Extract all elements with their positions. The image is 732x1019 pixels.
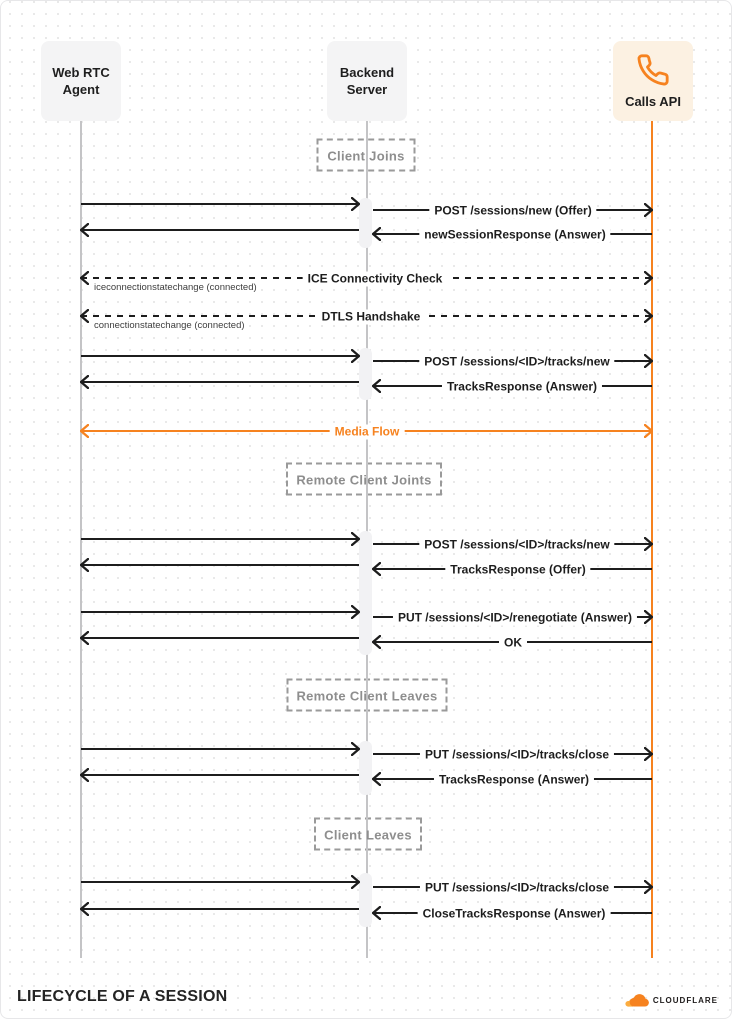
- message-sublabel: connectionstatechange (connected): [91, 320, 248, 331]
- message-arrow: [79, 557, 359, 573]
- section-box: [286, 462, 442, 496]
- message-line: [81, 564, 359, 566]
- message-label: PUT /sessions/<ID>/tracks/close: [419, 747, 615, 763]
- actor-backend-server-label-line1: Backend: [339, 65, 395, 80]
- message-line: [81, 203, 359, 205]
- arrowhead-right-icon: [643, 879, 654, 899]
- message-line: [81, 381, 359, 383]
- arrowhead-left-icon: [79, 270, 90, 290]
- arrowhead-left-icon: [371, 378, 382, 398]
- message-arrow: [79, 767, 359, 783]
- arrowhead-left-icon: [371, 771, 382, 791]
- message-line: [81, 538, 359, 540]
- message-label: PUT /sessions/<ID>/tracks/close: [419, 880, 615, 896]
- arrowhead-left-icon: [79, 423, 90, 443]
- arrowhead-left-icon: [371, 634, 382, 654]
- arrowhead-right-icon: [643, 270, 654, 290]
- actor-web-rtc-agent-label-line1: Web RTC: [52, 65, 110, 80]
- arrowhead-left-icon: [79, 374, 90, 394]
- arrowhead-left-icon: [79, 557, 90, 577]
- arrowhead-right-icon: [643, 746, 654, 766]
- activation-bar: [359, 531, 372, 655]
- section-label: Remote Client Leaves: [296, 688, 438, 704]
- message-line: [81, 355, 359, 357]
- message-label: newSessionResponse (Answer): [419, 227, 611, 243]
- message-arrow: [79, 901, 359, 917]
- arrowhead-left-icon: [79, 901, 90, 921]
- arrowhead-left-icon: [79, 630, 90, 650]
- cloudflare-brand-text: CLOUDFLARE: [652, 995, 718, 1005]
- arrowhead-left-icon: [79, 222, 90, 242]
- arrowhead-right-icon: [350, 348, 361, 368]
- message-line: [81, 908, 359, 910]
- arrowhead-right-icon: [643, 423, 654, 443]
- message-label: TracksResponse (Answer): [433, 772, 595, 788]
- message-label: CloseTracksResponse (Answer): [417, 906, 611, 922]
- section-box: [314, 817, 422, 851]
- message-label: POST /sessions/new (Offer): [429, 203, 597, 219]
- arrowhead-right-icon: [350, 874, 361, 894]
- message-arrow: [81, 531, 361, 547]
- message-label: TracksResponse (Answer): [441, 379, 603, 395]
- message-line: [81, 774, 359, 776]
- arrowhead-right-icon: [350, 196, 361, 216]
- arrowhead-right-icon: [350, 741, 361, 761]
- actor-web-rtc-agent: Web RTC Agent: [41, 41, 121, 121]
- arrowhead-right-icon: [643, 202, 654, 222]
- arrowhead-left-icon: [371, 226, 382, 246]
- message-arrow: [81, 741, 361, 757]
- activation-bar: [359, 348, 372, 400]
- message-line: [81, 637, 359, 639]
- phone-icon: [636, 53, 670, 87]
- cloudflare-brand: CLOUDFLARE: [623, 992, 718, 1008]
- arrowhead-right-icon: [643, 308, 654, 328]
- arrowhead-right-icon: [643, 609, 654, 629]
- section-label: Client Leaves: [324, 827, 412, 843]
- message-label: DTLS Handshake: [316, 309, 426, 325]
- actor-calls-api-label: Calls API: [625, 94, 681, 109]
- message-arrow: [79, 630, 359, 646]
- actor-web-rtc-agent-label-line2: Agent: [62, 82, 100, 97]
- activation-bar: [359, 873, 372, 927]
- cloudflare-logo-icon: [623, 992, 650, 1008]
- arrowhead-right-icon: [643, 353, 654, 373]
- diagram-title: LIFECYCLE OF A SESSION: [17, 988, 228, 1005]
- arrowhead-left-icon: [79, 308, 90, 328]
- message-line: [81, 611, 359, 613]
- message-line: [81, 881, 359, 883]
- section-label: Client Joins: [327, 148, 405, 164]
- message-label: POST /sessions/<ID>/tracks/new: [419, 354, 615, 370]
- cloud-main-part: [629, 994, 649, 1007]
- message-label: ICE Connectivity Check: [302, 271, 448, 287]
- activation-bar: [359, 741, 372, 795]
- arrowhead-right-icon: [350, 604, 361, 624]
- message-label: POST /sessions/<ID>/tracks/new: [419, 537, 615, 553]
- arrowhead-left-icon: [371, 561, 382, 581]
- arrowhead-left-icon: [79, 767, 90, 787]
- actor-backend-server: Backend Server: [327, 41, 407, 121]
- message-line: [81, 748, 359, 750]
- activation-bar: [359, 198, 372, 248]
- message-arrow: [79, 374, 359, 390]
- message-label: TracksResponse (Offer): [445, 562, 591, 578]
- message-arrow: [81, 348, 361, 364]
- message-label: PUT /sessions/<ID>/renegotiate (Answer): [392, 610, 638, 626]
- message-sublabel: iceconnectionstatechange (connected): [91, 282, 260, 293]
- message-label: OK: [499, 635, 527, 651]
- message-label: Media Flow: [329, 424, 405, 440]
- actor-backend-server-label-line2: Server: [346, 82, 388, 97]
- arrowhead-left-icon: [371, 905, 382, 925]
- lifeline-calls-api: [651, 120, 653, 958]
- message-arrow: [81, 604, 361, 620]
- message-arrow: [81, 196, 361, 212]
- message-arrow: [79, 222, 359, 238]
- section-label: Remote Client Joints: [296, 472, 432, 488]
- message-arrow: [81, 874, 361, 890]
- message-line: [81, 229, 359, 231]
- arrowhead-right-icon: [643, 536, 654, 556]
- actor-calls-api: Calls API: [613, 41, 693, 121]
- arrowhead-right-icon: [350, 531, 361, 551]
